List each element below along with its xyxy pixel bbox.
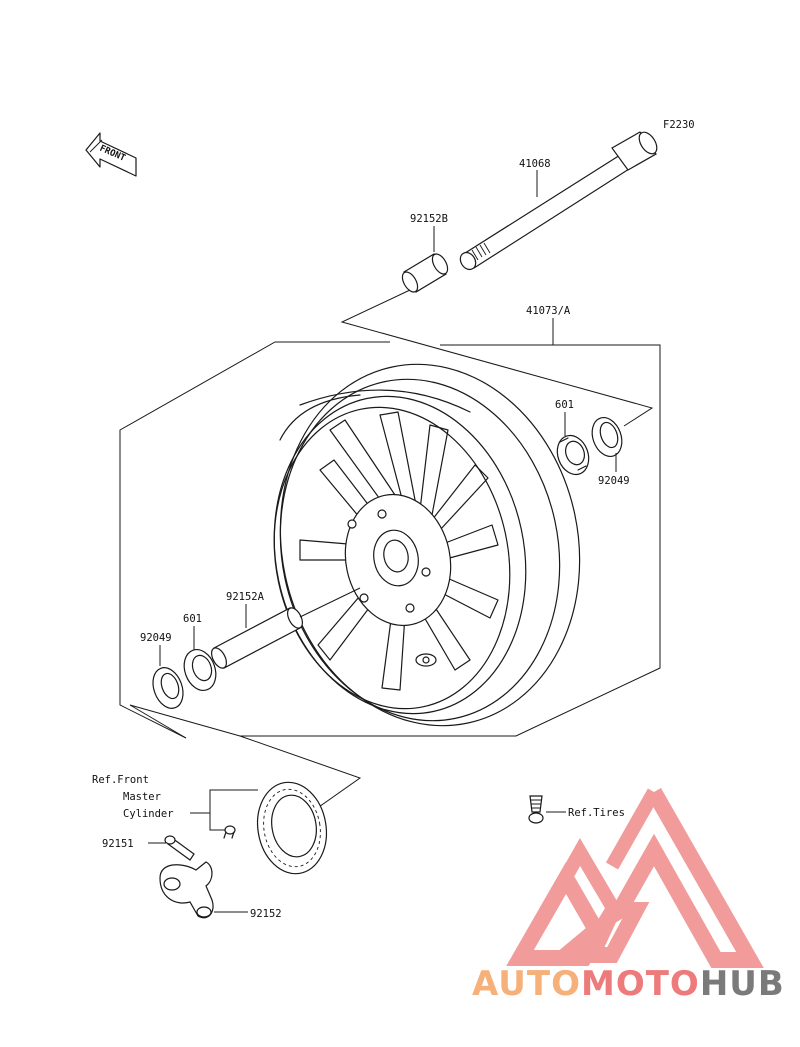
collar-92152a [211,607,303,669]
label-92049-left: 92049 [140,632,172,644]
label-92151: 92151 [102,838,134,850]
label-601-right: 601 [555,399,574,411]
bearing-601-left [183,649,217,691]
axle-41068 [459,131,658,271]
sensor-bracket-92152 [159,861,214,919]
ref-master-line1: Ref.Front [92,774,149,786]
seal-92049-right [591,417,623,457]
label-92152b: 92152B [410,213,448,225]
seal-92049-left [152,667,184,709]
ref-tires: Ref.Tires [568,807,625,819]
label-601-left: 601 [183,613,202,625]
label-92049-right: 92049 [598,475,630,487]
label-92152: 92152 [250,908,282,920]
collar-92152b [401,253,449,293]
watermark-text: AUTOMOTOHUB [472,964,785,1004]
ref-master-line3: Cylinder [123,808,174,820]
label-41068: 41068 [519,158,551,170]
screw-small [223,825,236,839]
tire-valve-icon [528,795,544,824]
bearing-601-right [556,434,590,476]
label-92152a: 92152A [226,591,265,603]
front-arrow-icon: FRONT [85,132,137,177]
wheel-41073a [273,363,581,727]
bolt-92151 [164,835,195,861]
label-41073a: 41073/A [526,305,571,317]
figure-code: F2230 [663,119,695,131]
ref-master-line2: Master [123,791,161,803]
watermark-logo [506,788,764,968]
sensor-rotor [256,781,328,875]
